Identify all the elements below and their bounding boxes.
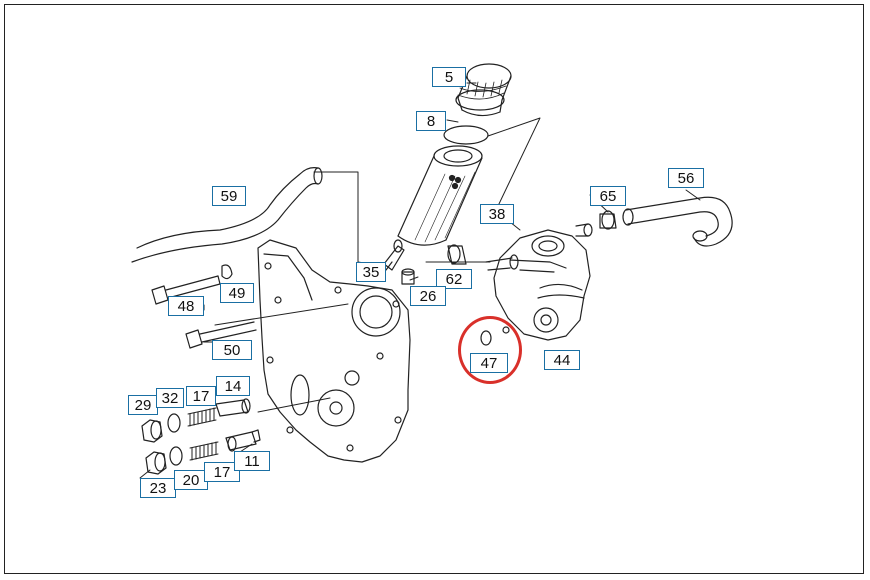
diagram-frame: [4, 4, 864, 574]
callout-8[interactable]: 8: [416, 111, 446, 131]
seal-ring: [443, 125, 489, 145]
clip-65: [599, 210, 617, 230]
leader-lines: [139, 82, 701, 479]
callout-29[interactable]: 29: [128, 395, 158, 415]
bolt-50: [185, 321, 257, 349]
callout-65[interactable]: 65: [590, 186, 626, 206]
callout-5[interactable]: 5: [432, 67, 466, 87]
hose-56: [622, 196, 733, 247]
callout-49[interactable]: 49: [220, 283, 254, 303]
plug-29: [141, 419, 163, 443]
callout-11[interactable]: 11: [234, 451, 270, 471]
pump-housing-44: [485, 229, 591, 341]
callout-20[interactable]: 20: [174, 470, 208, 490]
plug-23: [145, 451, 167, 475]
timing-cover: [257, 239, 411, 463]
callout-35[interactable]: 35: [356, 262, 386, 282]
callout-14[interactable]: 14: [216, 376, 250, 396]
washer-32: [167, 413, 181, 433]
spring-17-lower: [189, 441, 219, 461]
callout-26[interactable]: 26: [410, 286, 446, 306]
hose-59: [131, 167, 323, 263]
fitting-left-of-pump: [575, 223, 593, 237]
callout-50[interactable]: 50: [212, 340, 252, 360]
callout-23[interactable]: 23: [140, 478, 176, 498]
filter-element: [397, 145, 483, 246]
callout-59[interactable]: 59: [212, 186, 246, 206]
fitting-26: [401, 268, 415, 285]
clip-62: [447, 244, 467, 265]
bolt-14: [215, 398, 251, 417]
callout-47[interactable]: 47: [470, 353, 508, 373]
callout-48[interactable]: 48: [168, 296, 204, 316]
callout-17-upper[interactable]: 17: [186, 386, 216, 406]
washer-20: [169, 446, 183, 466]
callout-56[interactable]: 56: [668, 168, 704, 188]
callout-44[interactable]: 44: [544, 350, 580, 370]
spring-17-upper: [187, 407, 217, 427]
highlight-circle: [458, 316, 522, 384]
callout-17-lower[interactable]: 17: [204, 462, 240, 482]
filter-cap: [455, 63, 512, 117]
callout-62[interactable]: 62: [436, 269, 472, 289]
washer-49: [221, 264, 233, 280]
bolt-11: [225, 429, 261, 452]
callout-32[interactable]: 32: [156, 388, 184, 408]
callout-38[interactable]: 38: [480, 204, 514, 224]
